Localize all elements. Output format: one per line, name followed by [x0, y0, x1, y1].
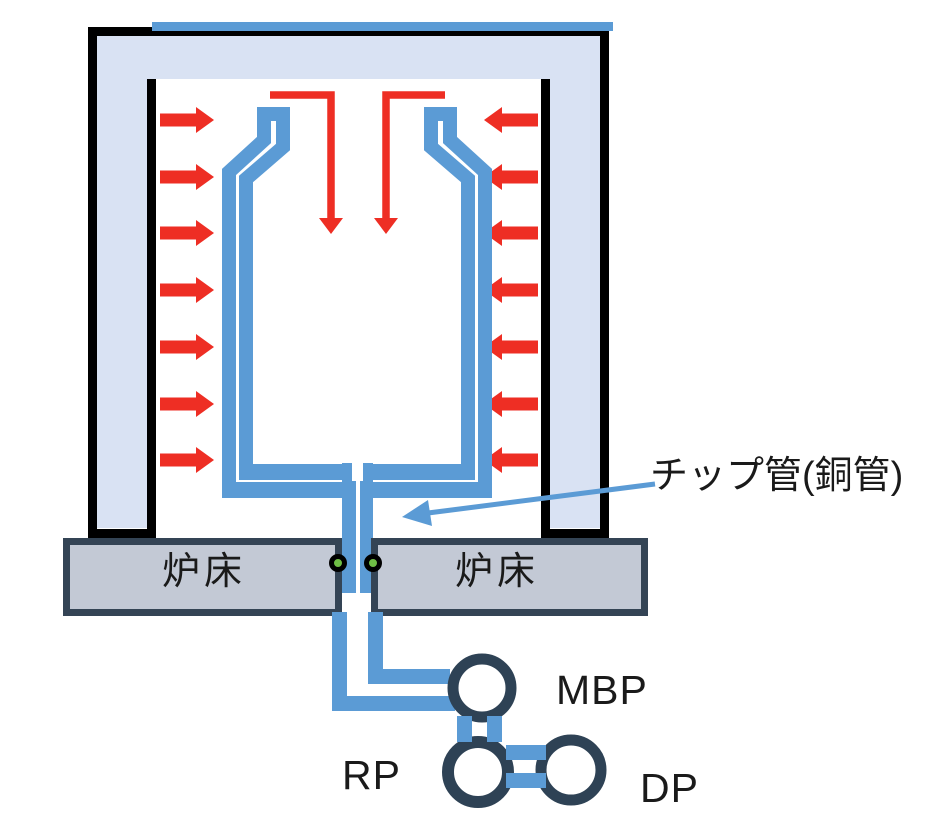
heat-arrow-icon: [160, 277, 214, 303]
hearth-left-block: [63, 538, 342, 616]
heat-arrow-icon: [484, 164, 538, 190]
pointer-line: [427, 481, 656, 516]
shell-right-wall-cap: [541, 529, 609, 538]
shell-left-inner-wall: [147, 79, 156, 538]
hearth-label-left: 炉床: [161, 551, 247, 593]
hearth-right-block: [371, 538, 648, 616]
heat-arrow-icon: [484, 447, 538, 473]
dp-pump-icon: [535, 734, 607, 806]
heat-arrows-right: [484, 107, 538, 473]
exhaust-bore: [356, 481, 360, 593]
pumps: [442, 653, 607, 808]
heat-arrow-icon: [484, 107, 538, 133]
heat-arrow-icon: [160, 220, 214, 246]
heat-arrow-icon: [484, 220, 538, 246]
heat-arrow-icon: [160, 164, 214, 190]
shell-left-column-fill: [97, 36, 147, 528]
heat-arrow-icon: [160, 334, 214, 360]
furnace-shell: [88, 22, 613, 538]
rp-pump-icon: [442, 736, 514, 808]
pump-connector: [457, 716, 472, 742]
shell-top-lid-bar: [152, 22, 613, 31]
shell-right-outer-wall: [600, 27, 609, 538]
tube-wall-left: [222, 107, 290, 490]
pipe-outer: [332, 612, 455, 711]
shell-top-slab: [97, 36, 600, 79]
shell-right-inner-wall: [541, 79, 550, 538]
shell-right-column-fill: [550, 36, 600, 528]
exhaust-mouth-gap: [352, 461, 363, 481]
shell-left-wall-cap: [88, 529, 156, 538]
hearth: [63, 538, 648, 616]
mbp-pump-label: MBP: [556, 667, 648, 713]
down-arrow-left-icon: [270, 91, 335, 219]
pointer-head: [402, 500, 432, 526]
shell-top-border: [88, 27, 609, 36]
heat-arrow-icon: [160, 107, 214, 133]
crucible-tube: [222, 107, 492, 593]
pump-piping: [332, 612, 455, 711]
pump-connector: [487, 716, 502, 742]
heat-arrow-icon: [160, 391, 214, 417]
valve-dot-left: [329, 554, 347, 572]
tip-tube-pointer-arrow: [402, 481, 656, 526]
pump-connector: [506, 773, 546, 788]
heat-arrow-icon: [160, 447, 214, 473]
down-arrow-right-head: [374, 218, 398, 234]
pipe-inner: [368, 612, 450, 684]
heat-arrow-icon: [484, 277, 538, 303]
heat-arrow-icon: [484, 391, 538, 417]
down-arrow-left-head: [319, 218, 343, 234]
downward-heat-arrows: [270, 91, 445, 234]
shell-left-outer-wall: [88, 27, 97, 538]
dp-pump-label: DP: [640, 765, 699, 811]
down-arrow-right-icon: [382, 91, 445, 219]
valve-dot-right: [364, 554, 382, 572]
pump-connector: [506, 745, 546, 760]
tube-wall-right: [424, 107, 492, 490]
mbp-pump-icon: [447, 653, 517, 723]
rp-pump-label: RP: [342, 752, 401, 798]
tip-tube-label: チップ管(銅管): [650, 455, 904, 497]
hearth-label-right: 炉床: [454, 551, 540, 593]
heat-arrow-icon: [484, 334, 538, 360]
heat-arrows-left: [160, 107, 214, 473]
